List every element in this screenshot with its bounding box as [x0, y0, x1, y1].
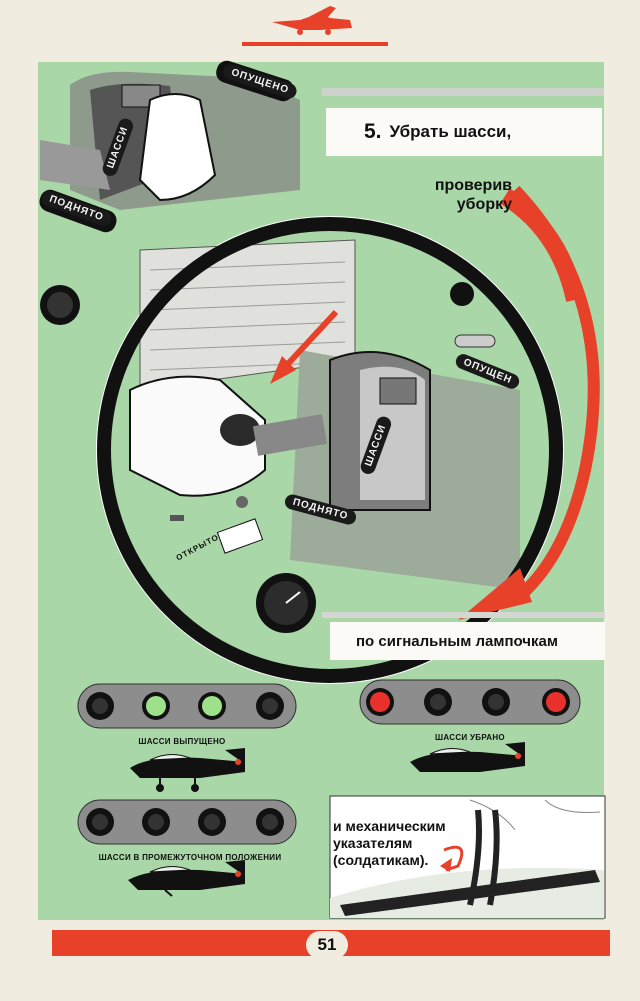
check-line-1: проверив: [434, 177, 512, 194]
lamp-panel-down: [77, 683, 297, 729]
label-gear-up: ШАССИ УБРАНО: [435, 733, 505, 742]
plane-gear-intermediate-icon: [128, 860, 245, 897]
check-line-2: уборку: [456, 196, 512, 213]
lever-arrow-icon: [270, 356, 296, 384]
step-number: 5.: [364, 120, 382, 143]
plane-gear-down-icon: [130, 748, 245, 792]
lamp-panel-intermediate: [77, 799, 297, 845]
magnifier-ring: [97, 217, 563, 683]
mech-line-2: указателям: [333, 835, 413, 851]
page-number: 51: [306, 931, 348, 959]
step-text: Убрать шасси,: [389, 122, 512, 141]
lamps-caption: по сигнальным лампочкам: [330, 622, 605, 660]
label-gear-intermediate: ШАССИ В ПРОМЕЖУТОЧНОМ ПОЛОЖЕНИИ: [98, 853, 282, 862]
check-caption: проверив уборку: [412, 176, 512, 214]
mech-line-1: и механическим: [333, 818, 446, 834]
mech-indicator-scene: [330, 799, 604, 918]
mech-caption: и механическим указателям (солдатикам).: [333, 818, 463, 869]
header-rule: [242, 42, 388, 46]
lamp-panel-up: [359, 679, 581, 725]
step-caption: 5. Убрать шасси,: [326, 108, 602, 156]
header-plane-icon: [272, 6, 352, 35]
label-gear-down: ШАССИ ВЫПУЩЕНО: [138, 737, 226, 746]
corner-lever-panel: [40, 71, 300, 210]
check-arrow-icon: [458, 568, 532, 620]
mech-line-3: (солдатикам).: [333, 852, 429, 868]
plane-gear-up-icon: [410, 742, 525, 772]
